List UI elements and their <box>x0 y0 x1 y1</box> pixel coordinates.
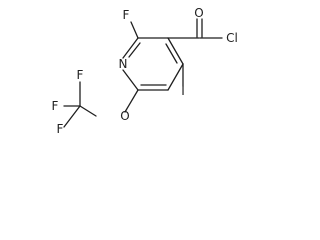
atom-cf3-fluorine-left: F <box>52 99 59 113</box>
bond-c6-n <box>122 69 139 91</box>
atom-carbonyl-oxygen: O <box>194 6 203 20</box>
bond-c2-f <box>130 21 139 39</box>
pyridine-ring <box>122 37 184 91</box>
bond-cf3-f-bottom <box>63 105 81 128</box>
bond-o-cf3 <box>79 105 97 117</box>
double-bond-inner-n-c2 <box>128 42 141 58</box>
bond-n-c2 <box>122 37 139 59</box>
atom-cf3-fluorine-top: F <box>77 68 84 82</box>
atom-iodine: I <box>181 84 185 98</box>
atom-chlorine: Cl <box>226 31 238 45</box>
bond-c6-o <box>124 89 139 113</box>
atom-fluorine-ring: F <box>123 8 130 22</box>
atom-nitrogen: N <box>119 57 128 71</box>
atom-cf3-fluorine-bottom: F <box>57 122 64 136</box>
bond-c3-c4 <box>167 37 184 65</box>
chemical-structure-diagram: F N O Cl I O F F F <box>52 6 238 136</box>
double-bond-inner-c3-c4 <box>165 43 178 64</box>
bond-c4-c5 <box>167 63 184 91</box>
atom-ether-oxygen: O <box>120 109 129 123</box>
